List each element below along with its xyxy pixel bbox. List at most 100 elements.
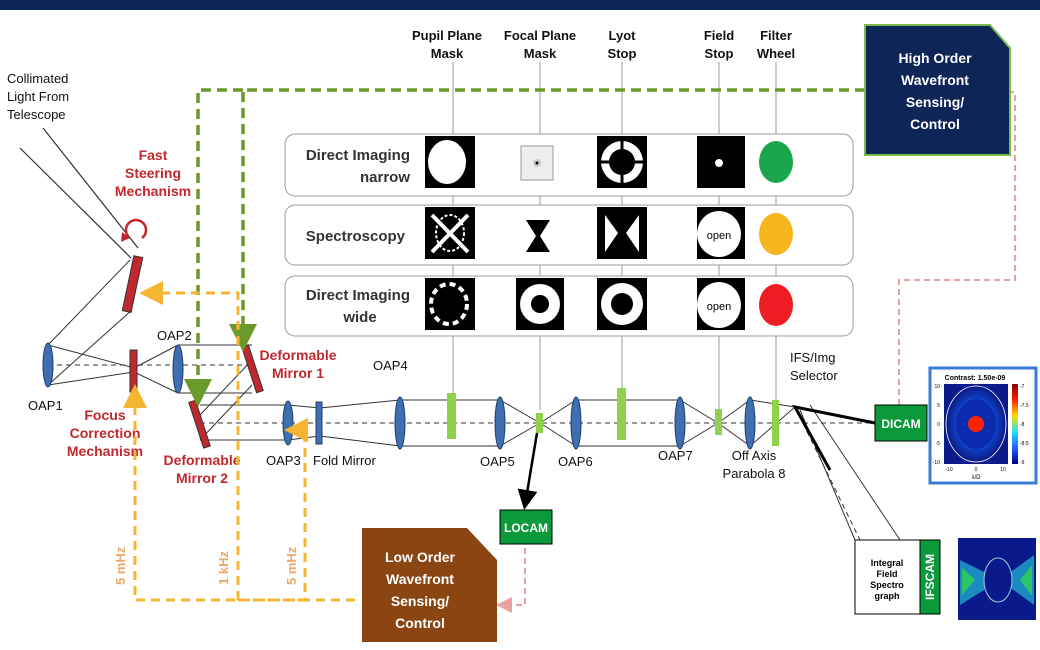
dm1-label-1: Deformable: [259, 347, 336, 363]
focal-mask-element: [536, 413, 543, 433]
fsm-label-3: Mechanism: [115, 183, 191, 199]
focus-label-3: Mechanism: [67, 443, 143, 459]
oap5-lens: [494, 396, 506, 450]
mode-row-spectroscopy: Spectroscopy open: [284, 204, 854, 266]
mode-narrow-1: Direct Imaging: [306, 147, 410, 164]
ifscam-label: IFSCAM: [923, 554, 937, 600]
locam-arrow: [517, 432, 539, 510]
mode-row-wide: Direct Imaging wide open: [284, 275, 854, 337]
focal-header-1: Focal Plane: [504, 28, 576, 43]
field-stop-element: [715, 409, 722, 435]
ctick-4: -8.5: [1020, 441, 1029, 447]
high-order-1: High Order: [898, 50, 972, 66]
ifs-2: Field: [876, 569, 897, 579]
ifs-3: Spectro: [870, 580, 904, 590]
oap4-lens: [394, 396, 406, 450]
lyot-header-2: Stop: [608, 46, 637, 61]
pupil-header-1: Pupil Plane: [412, 28, 482, 43]
focus-label-2: Correction: [70, 425, 141, 441]
low-order-3: Sensing/: [391, 593, 449, 609]
ifs-4: graph: [874, 591, 899, 601]
high-order-2: Wavefront: [901, 72, 969, 88]
rotation-arrow-icon: [124, 218, 148, 239]
oap8-label-2: Parabola 8: [723, 466, 786, 481]
focal-mask-spectroscopy: [526, 220, 550, 252]
ctick-5: -9: [1020, 460, 1025, 466]
lyot-stop-spectroscopy: [597, 207, 647, 259]
oap1-lens: [42, 342, 54, 388]
field-header-2: Stop: [705, 46, 734, 61]
pupil-header-2: Mask: [431, 46, 464, 61]
high-order-feedback: [184, 88, 865, 407]
dm2-label-2: Mirror 2: [176, 470, 228, 486]
contrast-plot: Contrast: 1.50e-09 10 5 0 -5 -10 -10 0 1…: [928, 366, 1038, 485]
oap6-lens: [570, 396, 582, 450]
collimated-light: Collimated Light From Telescope: [7, 71, 139, 259]
fsm-label-2: Steering: [125, 165, 181, 181]
filter-narrow: [759, 141, 793, 183]
ytick-5: -10: [933, 460, 940, 466]
column-headers: Pupil Plane Mask Focal Plane Mask Lyot S…: [412, 28, 795, 61]
filter-wide: [759, 284, 793, 326]
open-label-spectroscopy: open: [707, 230, 731, 242]
dicam-box: DICAM: [874, 404, 928, 442]
filter-header-2: Wheel: [757, 46, 795, 61]
freq-label-2: 1 kHz: [216, 551, 231, 585]
oap8-lens: [744, 396, 756, 450]
selector-label-2: Selector: [790, 368, 838, 383]
oap2-label: OAP2: [157, 328, 192, 343]
filter-spectroscopy: [759, 213, 793, 255]
locam-box: LOCAM: [499, 509, 553, 545]
ctick-1: -7: [1020, 384, 1025, 390]
top-bar: [0, 0, 1040, 10]
oap4-label: OAP4: [373, 358, 408, 373]
lenses: [42, 342, 756, 450]
oap3-label: OAP3: [266, 453, 301, 468]
ytick-3: 0: [937, 422, 940, 428]
focus-correction-mirror: [129, 349, 138, 393]
locam-label: LOCAM: [504, 521, 548, 535]
high-order-4: Control: [910, 116, 960, 132]
ifs-1: Integral: [871, 558, 904, 568]
oap8-label-1: Off Axis: [732, 448, 777, 463]
contrast-title: Contrast: 1.50e-09: [945, 375, 1006, 382]
source-label-2: Light From: [7, 89, 69, 104]
mode-spectroscopy: Spectroscopy: [306, 228, 406, 245]
fold-label: Fold Mirror: [313, 453, 377, 468]
high-order-3: Sensing/: [906, 94, 964, 110]
focus-label-1: Focus: [84, 407, 125, 423]
oap1-label: OAP1: [28, 398, 63, 413]
ytick-4: -5: [936, 441, 941, 447]
ifs-box: Integral Field Spectro graph: [854, 539, 921, 615]
ctick-3: -8: [1020, 422, 1025, 428]
low-order-4: Control: [395, 615, 445, 631]
ytick-1: 10: [934, 384, 940, 390]
mode-wide-1: Direct Imaging: [306, 287, 410, 304]
source-label-3: Telescope: [7, 107, 66, 122]
fold-mirror: [315, 401, 323, 445]
filter-header-1: Filter: [760, 28, 792, 43]
mode-narrow-2: narrow: [360, 169, 410, 186]
high-order-box: High Order Wavefront Sensing/ Control: [864, 24, 1011, 156]
oap2-lens: [172, 344, 184, 394]
path-masks: [447, 388, 779, 446]
dm2-label-1: Deformable: [163, 452, 240, 468]
xtick-2: 0: [975, 467, 978, 473]
dicam-label: DICAM: [881, 417, 920, 431]
oap3-lens: [282, 400, 294, 446]
mode-row-narrow: Direct Imaging narrow: [284, 133, 854, 197]
freq-label-3: 5 mHz: [284, 546, 299, 585]
source-label-1: Collimated: [7, 71, 68, 86]
xtick-3: 10: [1000, 467, 1006, 473]
xtick-1: -10: [945, 467, 952, 473]
low-order-1: Low Order: [385, 549, 456, 565]
lyot-header-1: Lyot: [609, 28, 637, 43]
lyot-stop-element: [617, 388, 626, 440]
ifs-spectrum-image: [958, 538, 1036, 620]
contrast-xlabel: λ/D: [972, 475, 982, 481]
oap7-lens: [674, 396, 686, 450]
oap6-label: OAP6: [558, 454, 593, 469]
fsm-label-1: Fast: [139, 147, 168, 163]
filter-wheel-element: [772, 400, 779, 446]
